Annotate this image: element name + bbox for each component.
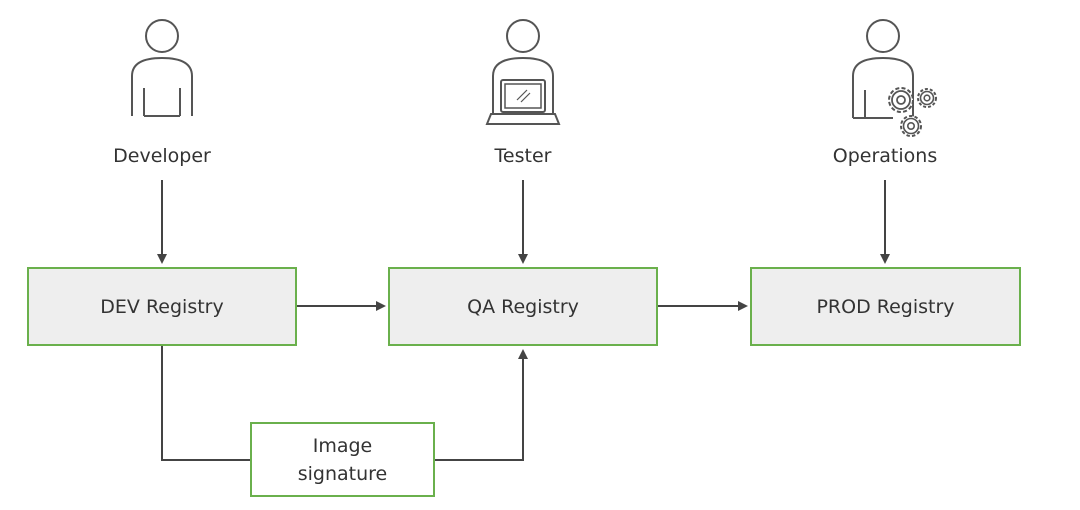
dev-registry-box: DEV Registry [27,267,297,346]
dev-registry-label: DEV Registry [100,295,224,318]
qa-registry-label: QA Registry [467,295,579,318]
signature-to-qa-arrow [435,349,528,461]
prod-registry-label: PROD Registry [816,295,955,318]
operations-gears-icon [852,19,937,137]
actor-label-developer: Developer [113,145,211,167]
actor-label-operations: Operations [832,145,938,167]
dev-to-signature-connector [161,345,250,461]
image-signature-box: Image signature [250,422,435,497]
tester-laptop-icon [485,19,561,125]
qa-registry-box: QA Registry [388,267,658,346]
gear-icon [917,88,937,108]
actor-label-tester: Tester [494,145,552,167]
signature-label-line1: Image [312,434,373,457]
gear-icon [900,115,922,137]
gear-icon [888,87,914,113]
prod-registry-box: PROD Registry [750,267,1021,346]
developer-person-icon [131,19,193,117]
signature-label-line2: signature [297,462,388,485]
